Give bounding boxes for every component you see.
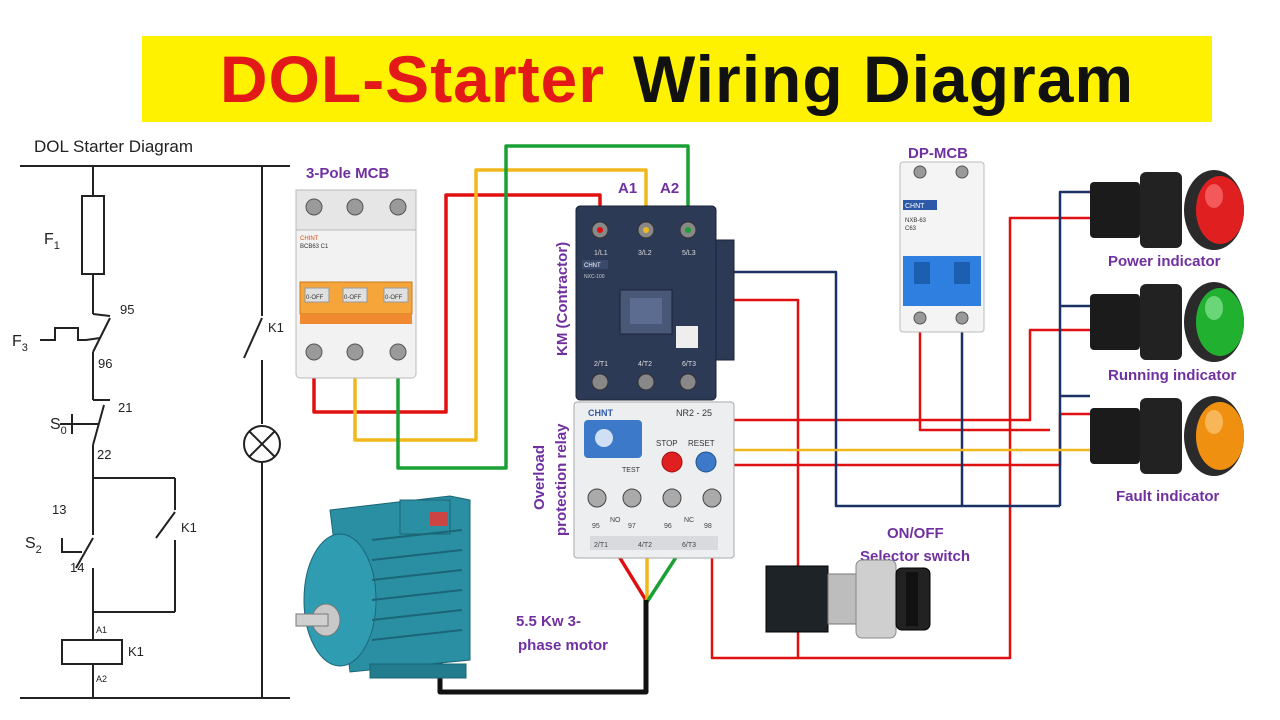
svg-text:NO: NO: [610, 517, 621, 524]
svg-text:14: 14: [70, 560, 84, 575]
svg-text:TEST: TEST: [622, 467, 641, 474]
svg-text:CHINT: CHINT: [300, 236, 319, 242]
svg-text:K1: K1: [181, 520, 197, 535]
svg-text:A2: A2: [96, 674, 107, 684]
contactor-a2: A2: [660, 180, 679, 197]
schematic-labels: F1 F3 95 96 21 S0 22 13 S2 14 K1 K1 K1 A…: [12, 231, 284, 684]
power-indicator: Power indicator: [1090, 170, 1244, 270]
svg-text:F1: F1: [44, 231, 60, 252]
svg-text:NXC-100: NXC-100: [584, 274, 605, 280]
svg-text:97: 97: [628, 523, 636, 530]
svg-text:22: 22: [97, 447, 111, 462]
svg-text:CHNT: CHNT: [584, 263, 601, 269]
selector-switch: ON/OFF Selector switch: [765, 525, 970, 639]
dpmcb-label: DP-MCB: [908, 145, 968, 162]
fault-indicator: Fault indicator: [1090, 396, 1244, 505]
svg-text:BCB63 C1: BCB63 C1: [300, 244, 329, 250]
coil-k1: [61, 639, 123, 665]
svg-text:CHNT: CHNT: [588, 408, 613, 418]
fuse-f1: [81, 195, 105, 275]
svg-text:0-OFF: 0-OFF: [306, 295, 324, 301]
svg-text:A1: A1: [96, 625, 107, 635]
motor-label-2: phase motor: [518, 637, 608, 654]
wire-ctrl-navy-a: [718, 270, 1060, 508]
svg-text:F3: F3: [12, 333, 28, 354]
wire-ctrl-red-d: [730, 328, 1090, 422]
svg-text:STOP: STOP: [656, 439, 678, 448]
motor: 5.5 Kw 3- phase motor: [295, 495, 608, 679]
svg-text:95: 95: [592, 523, 600, 530]
svg-text:5/L3: 5/L3: [682, 250, 696, 257]
three-pole-mcb: 3-Pole MCB CHINT BCB63 C1 0-OFF 0-OFF 0-…: [295, 165, 417, 379]
svg-text:98: 98: [704, 523, 712, 530]
motor-label-1: 5.5 Kw 3-: [516, 613, 581, 630]
contactor-a1: A1: [618, 180, 637, 197]
svg-text:C63: C63: [905, 226, 917, 232]
svg-text:CHNT: CHNT: [905, 203, 925, 210]
svg-text:96: 96: [98, 356, 112, 371]
overload-contact: [92, 317, 111, 353]
start-button-contact: [75, 537, 94, 569]
contactor-label: KM (Contractor): [554, 242, 571, 356]
svg-text:6/T3: 6/T3: [682, 542, 696, 549]
fault-indicator-label: Fault indicator: [1116, 488, 1220, 505]
running-indicator-label: Running indicator: [1108, 367, 1236, 384]
wire-yellow-l2: [353, 168, 648, 442]
svg-text:NR2 - 25: NR2 - 25: [676, 408, 712, 418]
contactor: KM (Contractor) A1 A2 1/L1 3/L2 5/L3 CHN…: [554, 180, 735, 401]
svg-text:K1: K1: [268, 320, 284, 335]
title-black: Wiring Diagram: [632, 42, 1135, 116]
svg-text:S0: S0: [50, 416, 67, 437]
wire-green-l3: [396, 144, 690, 470]
running-indicator: Running indicator: [1090, 282, 1244, 384]
svg-text:21: 21: [118, 400, 132, 415]
svg-text:96: 96: [664, 523, 672, 530]
svg-text:0-OFF: 0-OFF: [385, 295, 403, 301]
wire-ctrl-red-b: [710, 216, 1090, 660]
ladder-schematic: DOL Starter Diagram: [20, 137, 290, 699]
wire-ctrl-red-c: [918, 325, 1050, 432]
svg-text:RESET: RESET: [688, 439, 715, 448]
svg-text:NC: NC: [684, 517, 694, 524]
main-contact-k1: [243, 317, 263, 359]
mcb3-label: 3-Pole MCB: [306, 165, 390, 182]
svg-text:S2: S2: [25, 535, 42, 556]
svg-text:13: 13: [52, 502, 66, 517]
svg-text:95: 95: [120, 302, 134, 317]
svg-text:0-OFF: 0-OFF: [344, 295, 362, 301]
relay-label-1: Overload: [531, 445, 548, 510]
svg-text:NXB-63: NXB-63: [905, 218, 927, 224]
svg-text:1/L1: 1/L1: [594, 250, 608, 257]
selector-label-1: ON/OFF: [887, 525, 944, 542]
aux-contact-k1: [155, 511, 176, 539]
wire-red-l1: [312, 193, 602, 414]
wire-ctrl-red-e: [734, 412, 1090, 467]
relay-label-2: protection relay: [553, 423, 570, 536]
svg-text:3/L2: 3/L2: [638, 250, 652, 257]
svg-text:6/T3: 6/T3: [682, 361, 696, 368]
stop-button-contact: [92, 404, 105, 446]
overload-relay: Overload protection relay CHNT NR2 - 25 …: [531, 401, 735, 559]
power-indicator-label: Power indicator: [1108, 253, 1221, 270]
svg-text:4/T2: 4/T2: [638, 542, 652, 549]
svg-text:K1: K1: [128, 644, 144, 659]
schematic-heading: DOL Starter Diagram: [34, 137, 193, 156]
svg-text:2/T1: 2/T1: [594, 542, 608, 549]
dp-mcb: DP-MCB CHNT NXB-63 C63: [899, 145, 985, 333]
svg-text:2/T1: 2/T1: [594, 361, 608, 368]
wire-ctrl-navy-b: [1058, 190, 1090, 506]
svg-text:4/T2: 4/T2: [638, 361, 652, 368]
title-red: DOL-Starter: [219, 42, 605, 116]
title-banner: DOL-Starter Wiring Diagram: [142, 36, 1212, 122]
